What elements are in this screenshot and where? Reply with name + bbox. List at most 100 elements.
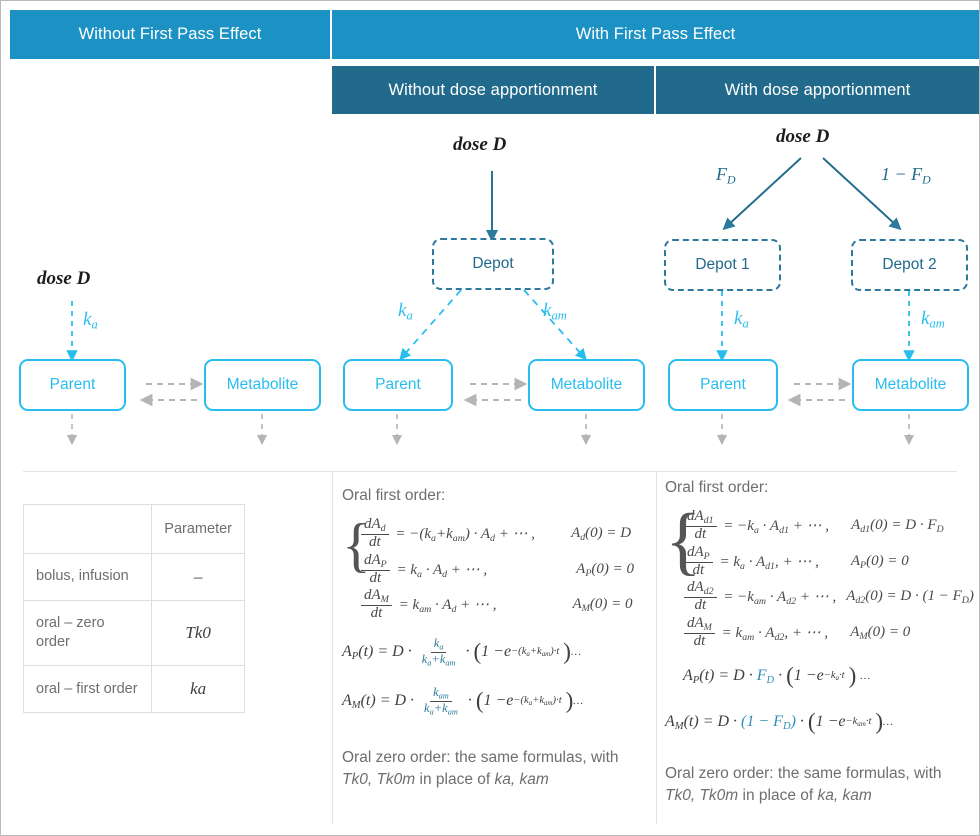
system-brace: { bbox=[665, 499, 702, 583]
ode-rhs: = −(ka+kam) · Ad + ⋯ , bbox=[391, 525, 536, 544]
note-italic-2: ka, kam bbox=[817, 787, 872, 805]
box-label: Metabolite bbox=[550, 376, 623, 393]
divider-vertical-mid bbox=[332, 472, 333, 824]
ode-initial-condition: Ad2(0) = D · (1 − FD) bbox=[846, 588, 974, 607]
header-label: With dose apportionment bbox=[724, 80, 911, 99]
right-formula-title: Oral first order: bbox=[665, 479, 769, 496]
right-kam-label: kam bbox=[921, 308, 945, 331]
ode-rhs: = kam · Ad2, + ⋯ , bbox=[717, 624, 829, 643]
note-rest: in place of bbox=[738, 787, 818, 805]
note-line-1: Oral zero order: the same formulas, with bbox=[342, 748, 619, 766]
mid-ka-label: ka bbox=[398, 300, 413, 323]
ode-initial-condition: AM(0) = 0 bbox=[850, 623, 911, 642]
ode-rhs: = ka · Ad + ⋯ , bbox=[392, 561, 488, 580]
box-label: Depot bbox=[472, 255, 514, 272]
header-with-first-pass-effect: With First Pass Effect bbox=[332, 10, 979, 59]
ode-initial-condition: AP(0) = 0 bbox=[850, 552, 909, 571]
ode-rhs: = −kam · Ad2 + ⋯ , bbox=[719, 589, 837, 608]
box-label: Depot 2 bbox=[882, 256, 937, 273]
header-label: With First Pass Effect bbox=[575, 25, 736, 43]
right-parent-box[interactable]: Parent bbox=[668, 359, 778, 411]
mid-parent-box[interactable]: Parent bbox=[343, 359, 453, 411]
right-fd-label: FD bbox=[716, 164, 736, 187]
parameter-value: – bbox=[151, 553, 245, 601]
left-dose-label: dose D bbox=[37, 268, 91, 289]
diagram-area: dose D ka Parent Metabolite dose D Depot… bbox=[1, 116, 979, 472]
ode-initial-condition: Ad1(0) = D · FD bbox=[851, 516, 944, 535]
mid-kam-label: kam bbox=[543, 300, 567, 323]
table-header-row: Parameter bbox=[22, 504, 245, 554]
ode-initial-condition: Ad(0) = D bbox=[571, 524, 632, 543]
mid-metabolite-box[interactable]: Metabolite bbox=[528, 359, 645, 411]
table-header-parameter: Parameter bbox=[151, 504, 245, 554]
note-italic-1: Tk0, Tk0m bbox=[665, 787, 739, 805]
divider-horizontal bbox=[23, 471, 957, 472]
mid-dose-label: dose D bbox=[453, 134, 507, 155]
table-row: oral – first order ka bbox=[22, 665, 245, 714]
box-label: Parent bbox=[700, 376, 746, 393]
note-rest: in place of bbox=[415, 770, 495, 788]
middle-formula-title: Oral first order: bbox=[342, 487, 446, 504]
right-metabolite-box[interactable]: Metabolite bbox=[852, 359, 969, 411]
left-parent-box[interactable]: Parent bbox=[19, 359, 126, 411]
system-brace: { bbox=[342, 512, 371, 578]
right-depot1-box[interactable]: Depot 1 bbox=[664, 239, 781, 291]
parameter-table: Parameter bolus, infusion – oral – zero … bbox=[22, 504, 245, 714]
ode-rhs: = ka · Ad1, + ⋯ , bbox=[715, 553, 819, 572]
ode-rhs: = −ka · Ad1 + ⋯ , bbox=[719, 517, 830, 536]
header-label: Without First Pass Effect bbox=[78, 25, 262, 43]
parameter-value: ka bbox=[151, 665, 245, 714]
box-label: Depot 1 bbox=[695, 256, 750, 273]
parameter-value: Tk0 bbox=[151, 599, 245, 667]
route-label: oral – zero order bbox=[22, 599, 153, 667]
mid-depot-box[interactable]: Depot bbox=[432, 238, 554, 290]
right-solution-parent: AP(t) = D · FD · (1 − e−ka·t ) … bbox=[683, 663, 872, 688]
middle-zero-order-note: Oral zero order: the same formulas, with… bbox=[342, 747, 650, 792]
diagram-arrows bbox=[66, 157, 915, 446]
table-row: bolus, infusion – bbox=[22, 553, 245, 601]
divider-vertical-right bbox=[656, 472, 657, 824]
ode-rhs: = kam · Ad + ⋯ , bbox=[394, 597, 497, 616]
right-ka-label: ka bbox=[734, 308, 749, 331]
box-label: Parent bbox=[375, 376, 421, 393]
box-label: Metabolite bbox=[874, 376, 947, 393]
box-label: Metabolite bbox=[226, 376, 299, 393]
ode-initial-condition: AP(0) = 0 bbox=[576, 560, 635, 579]
ode-initial-condition: AM(0) = 0 bbox=[572, 596, 633, 615]
right-solution-metabolite: AM(t) = D · (1 − FD) · (1 − e−kam·t )… bbox=[665, 709, 894, 734]
header-with-dose-apportionment: With dose apportionment bbox=[656, 66, 979, 114]
route-label: oral – first order bbox=[22, 665, 153, 714]
header-label: Without dose apportionment bbox=[388, 80, 598, 99]
header-without-first-pass-effect: Without First Pass Effect bbox=[10, 10, 330, 59]
note-line-1: Oral zero order: the same formulas, with bbox=[665, 765, 942, 782]
right-zero-order-note: Oral zero order: the same formulas, with… bbox=[665, 763, 977, 808]
right-depot2-box[interactable]: Depot 2 bbox=[851, 239, 968, 291]
right-dose-label: dose D bbox=[776, 126, 830, 147]
left-metabolite-box[interactable]: Metabolite bbox=[204, 359, 321, 411]
table-header-blank bbox=[22, 504, 153, 554]
left-ka-label: ka bbox=[83, 309, 98, 332]
box-label: Parent bbox=[49, 376, 96, 393]
right-one-minus-fd-label: 1 − FD bbox=[881, 164, 931, 187]
note-italic-2: ka, kam bbox=[494, 770, 549, 788]
